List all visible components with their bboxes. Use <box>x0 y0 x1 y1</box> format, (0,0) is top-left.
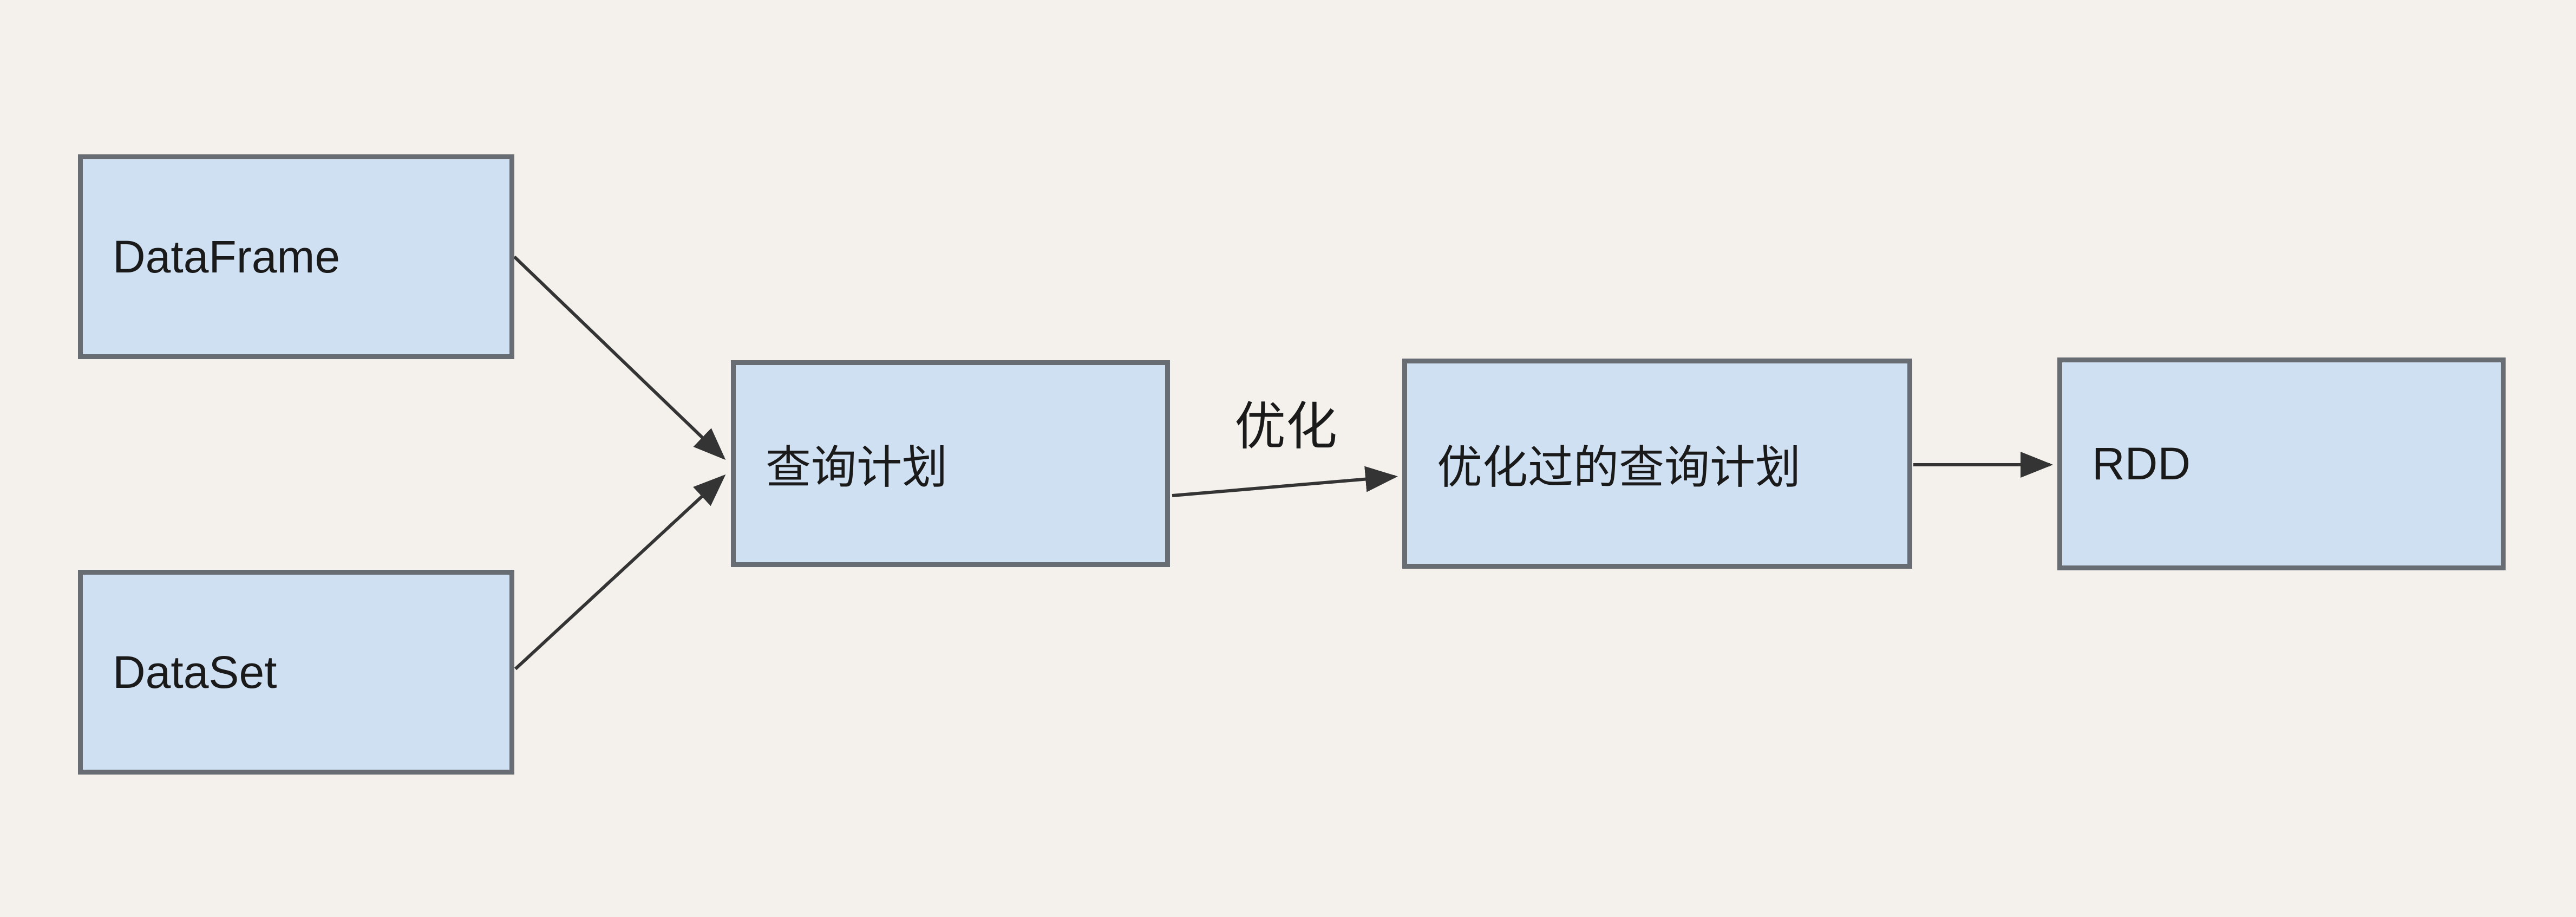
edge-dataframe-to-query-plan <box>513 255 726 460</box>
edge-query-plan-to-optimized <box>1172 466 1398 497</box>
node-optimized-query-plan: 优化过的查询计划 <box>1402 359 1912 569</box>
node-query-plan: 查询计划 <box>731 360 1170 567</box>
node-label: RDD <box>2092 438 2191 489</box>
node-label: DataSet <box>113 646 277 698</box>
edge-label-optimize: 优化 <box>1234 398 1337 456</box>
node-label: DataFrame <box>113 231 341 282</box>
node-label: 优化过的查询计划 <box>1437 441 1801 493</box>
node-label: 查询计划 <box>766 441 948 493</box>
node-rdd: RDD <box>2057 357 2506 570</box>
node-dataset: DataSet <box>78 570 514 775</box>
edge-dataset-to-query-plan <box>514 474 726 671</box>
node-dataframe: DataFrame <box>78 154 514 359</box>
